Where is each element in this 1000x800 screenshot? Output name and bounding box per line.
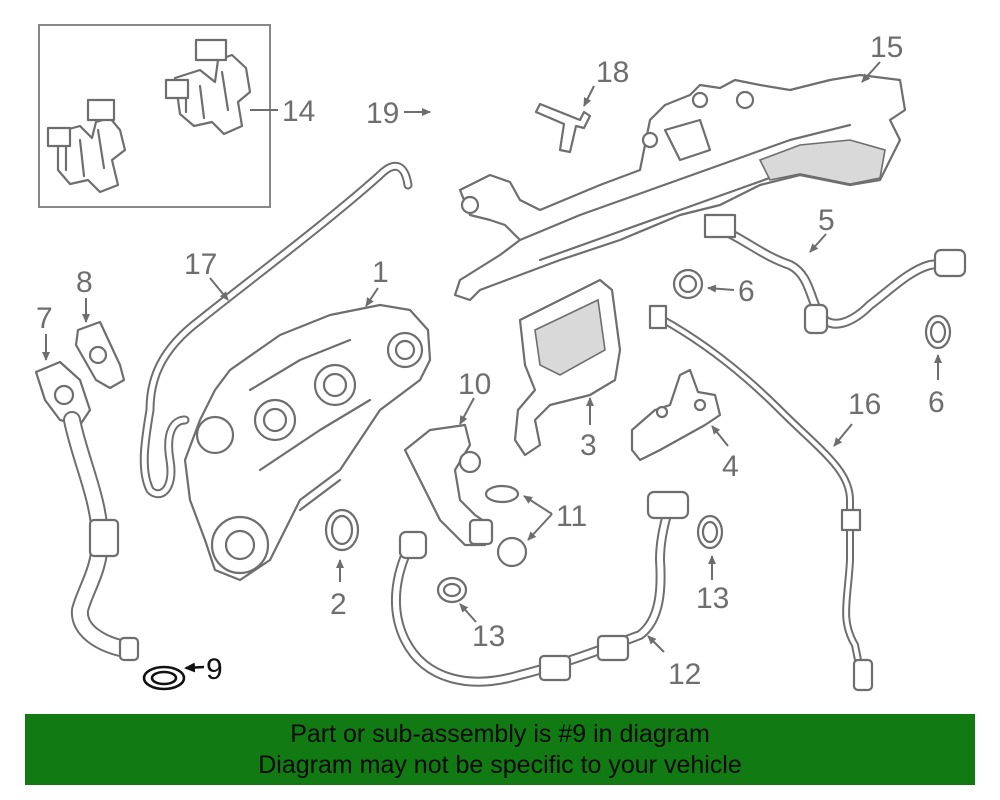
callout-4: 4 (722, 450, 739, 483)
part-12-coolant-line (391, 490, 690, 687)
callout-10: 10 (458, 368, 491, 401)
part-1-turbocharger (183, 303, 432, 582)
part-10-fitting (403, 423, 494, 547)
callout-16: 16 (848, 388, 881, 421)
info-banner: Part or sub-assembly is #9 in diagram Di… (25, 714, 975, 785)
part-3-heat-shield (513, 278, 622, 457)
part-13-washer-a-inner (442, 582, 462, 598)
callout-17: 17 (184, 248, 217, 281)
banner-line-1: Part or sub-assembly is #9 in diagram (290, 720, 710, 748)
callout-19: 19 (366, 97, 399, 130)
callout-2: 2 (330, 588, 347, 621)
callout-16-arrow (833, 423, 853, 447)
callout-1: 1 (372, 256, 389, 289)
part-17-vacuum-line (139, 161, 413, 499)
part-4-bracket (630, 368, 722, 462)
part-5-oil-line (703, 213, 967, 335)
part-8-gasket (74, 320, 126, 390)
callout-15: 15 (870, 31, 903, 64)
part-6-washer-a (672, 268, 704, 300)
callout-9: 9 (206, 653, 223, 686)
callout-8: 8 (76, 266, 93, 299)
callout-9-arrow (184, 662, 205, 673)
part-14-solenoid-valves (38, 24, 271, 208)
callout-12: 12 (668, 658, 701, 691)
part-13-washer-b-inner (701, 520, 719, 544)
callout-5: 5 (818, 204, 835, 237)
callout-14: 14 (282, 95, 315, 128)
callout-3: 3 (580, 429, 597, 462)
callout-13a-arrow (459, 603, 477, 623)
part-6-washer-b-inner (929, 320, 947, 344)
callout-11-arrow-a (523, 495, 553, 515)
part-13-washer-b (696, 514, 724, 550)
part-6-washer-a-inner (678, 274, 698, 294)
callout-13b: 13 (696, 582, 729, 615)
callout-11-arrow-b (527, 513, 553, 541)
part-11-oring-b (496, 536, 528, 568)
part-2-gasket-inner (330, 514, 354, 546)
callout-12-arrow (647, 635, 665, 653)
callout-11: 11 (556, 500, 587, 533)
callout-13a: 13 (472, 620, 505, 653)
part-19-hose (429, 29, 552, 138)
part-18-tee-connector (534, 102, 592, 154)
callout-6a-arrow (707, 284, 735, 293)
callout-17-arrow (209, 277, 229, 301)
callout-5-arrow (809, 233, 827, 253)
callout-6a: 6 (738, 275, 755, 308)
callout-10-arrow (459, 397, 475, 425)
callout-4-arrow (711, 425, 729, 447)
part-11-oring-a (484, 484, 520, 504)
part-2-gasket (324, 508, 360, 552)
part-9-gasket (142, 665, 186, 691)
part-15-heat-shield (453, 73, 907, 302)
callout-18: 18 (596, 56, 629, 89)
part-7-pipe (34, 360, 140, 662)
banner-line-2: Diagram may not be specific to your vehi… (258, 751, 742, 779)
callout-1-arrow (365, 287, 379, 307)
callout-15-arrow (861, 61, 881, 83)
callout-7: 7 (36, 302, 53, 335)
part-13-washer-a (436, 576, 468, 604)
part-16-line (648, 304, 874, 692)
part-6-washer-b (924, 314, 952, 350)
callout-6b: 6 (928, 386, 945, 419)
callout-18-arrow (583, 85, 595, 107)
